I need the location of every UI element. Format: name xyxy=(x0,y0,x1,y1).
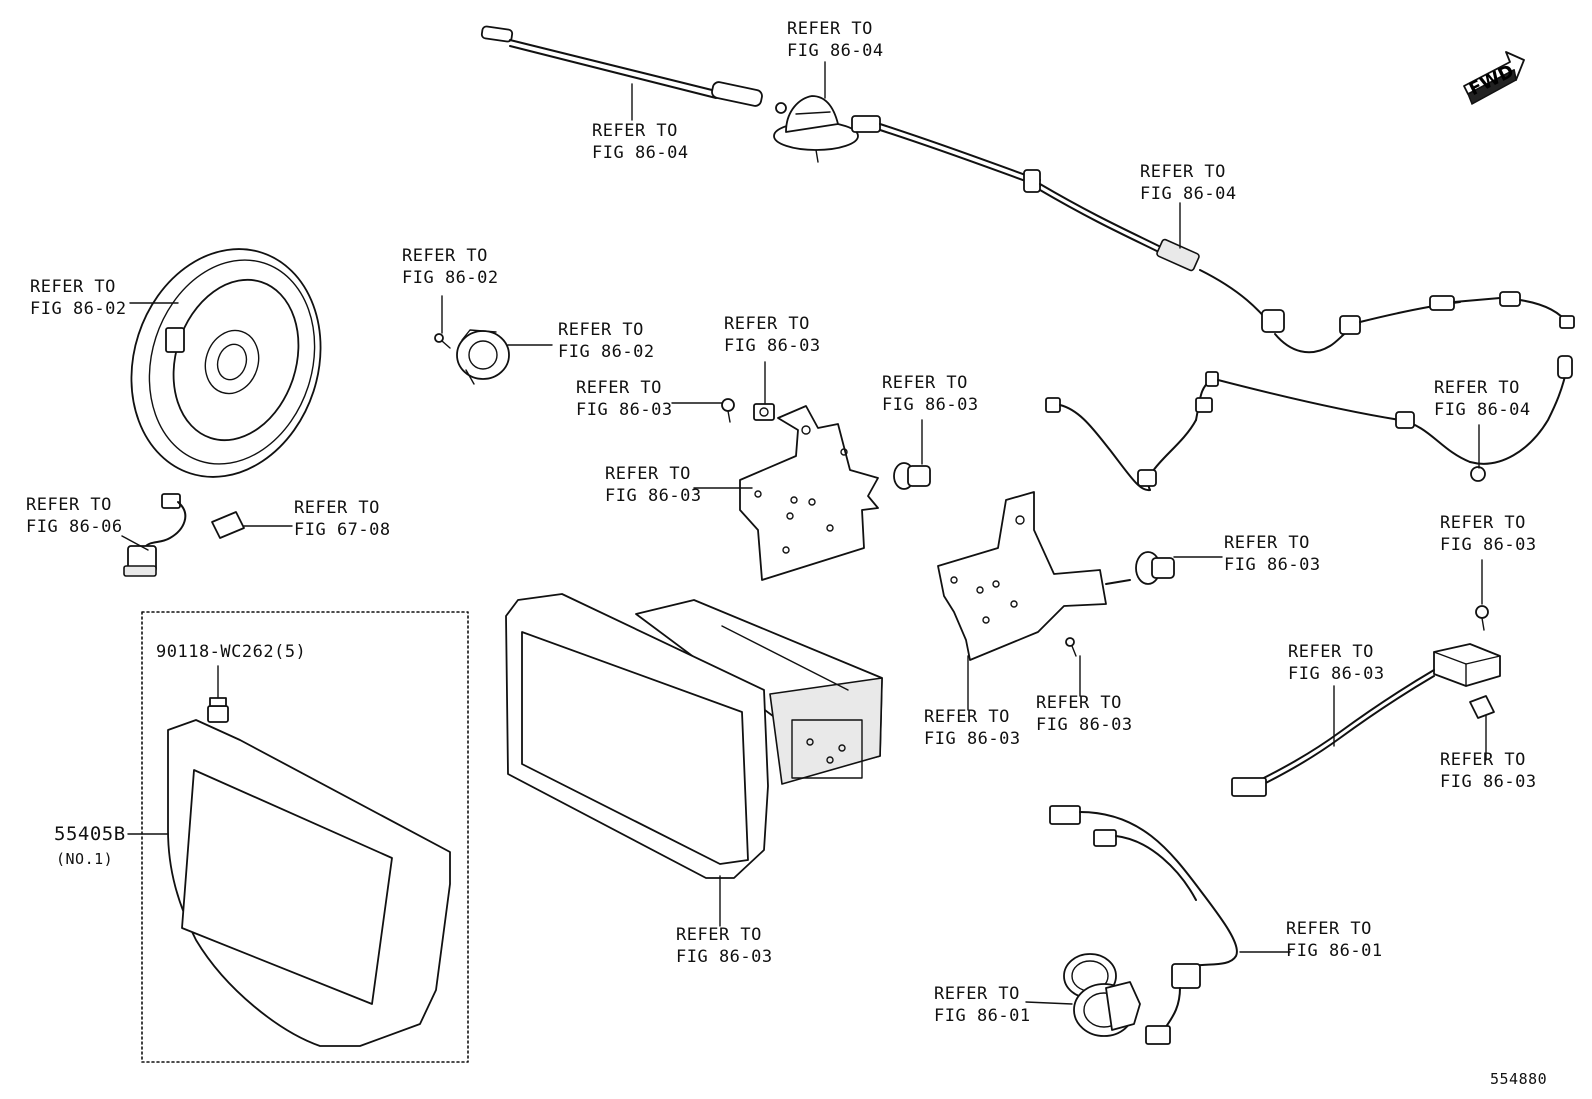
radio-unit xyxy=(505,593,883,879)
clip-part-number: 90118-WC262(5) xyxy=(156,642,307,662)
clip xyxy=(207,697,229,723)
left-bracket xyxy=(739,405,879,581)
right-bracket-screw xyxy=(1065,637,1077,657)
bracket-screw xyxy=(721,398,735,423)
right-bracket xyxy=(937,491,1131,661)
leader-socket-wire xyxy=(121,535,149,551)
panel-note: (NO.1) xyxy=(56,850,114,868)
antenna-rod xyxy=(480,25,763,107)
tweeter-screw xyxy=(434,333,451,349)
panel xyxy=(167,719,451,1047)
tweeter xyxy=(456,329,510,385)
usb-socket xyxy=(1063,953,1141,1037)
leader-usb-socket xyxy=(1025,1001,1073,1005)
panel-part-number: 55405B xyxy=(54,823,126,845)
amp-clip xyxy=(1469,695,1495,719)
right-grommet xyxy=(1135,551,1175,585)
switch-cover xyxy=(211,511,245,539)
panel-kit-box xyxy=(141,611,469,1063)
antenna-cable xyxy=(851,115,1575,354)
bracket-nut xyxy=(753,403,775,421)
illustration-number: 554880 xyxy=(1490,1070,1548,1088)
fwd-arrow xyxy=(1463,51,1525,105)
usb-harness xyxy=(1049,805,1238,1045)
left-grommet xyxy=(893,462,931,490)
gps-cable xyxy=(1045,355,1573,492)
antenna-base xyxy=(773,95,859,163)
amp-screw xyxy=(1475,605,1489,631)
speaker xyxy=(130,248,322,478)
socket-wire xyxy=(123,493,187,577)
amp-unit xyxy=(1231,643,1501,797)
